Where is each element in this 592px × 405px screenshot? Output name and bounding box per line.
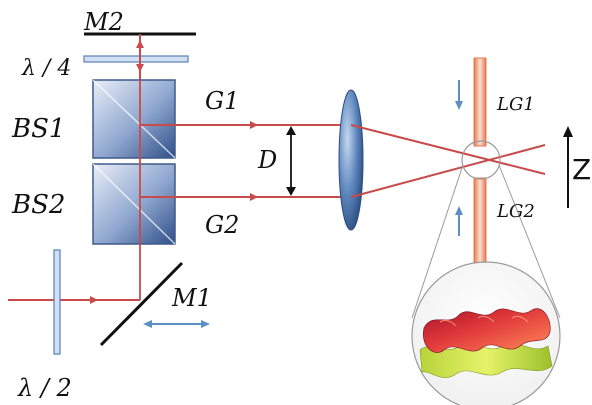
waveplate-lambda-2 [53,249,61,355]
lens [338,89,364,231]
lg1-beam [473,57,487,147]
label-bs2: BS2 [11,190,65,220]
label-bs1: BS1 [11,114,65,144]
label-lambda-2: λ / 2 [17,374,72,402]
lg1-arrow-down-icon [455,80,463,110]
beam-input-arrow-icon [90,296,98,304]
label-z: Z [572,153,591,186]
beam-splitter-bs2 [92,163,176,245]
label-g1: G1 [205,87,239,115]
zoom-line-right [498,164,561,319]
focal-region-circle [461,140,501,180]
waveplate-lambda-4 [83,55,189,63]
label-m2: M2 [83,8,124,36]
beam-arrow-down-icon [136,64,144,72]
mirror-m1 [99,261,184,347]
zoom-line-left [411,164,464,319]
label-lg2: LG2 [496,201,535,222]
beam-g2-focused [350,144,546,198]
separation-d-arrow-icon [286,126,296,196]
label-d: D [257,146,277,174]
beam-arrow-up-icon [136,40,144,48]
beam-g1-arrow-icon [250,121,258,129]
z-axis-arrow-icon [563,126,573,208]
lg2-arrow-up-icon [455,206,463,236]
label-lambda-4: λ / 4 [21,56,71,81]
lattice-potential-surface [419,308,553,378]
beam-g2-arrow-icon [250,193,258,201]
beam-splitter-bs1 [92,79,176,159]
beam-g1-focused [350,124,546,175]
m1-translation-arrow-icon [143,320,210,328]
label-lg1: LG1 [496,94,535,115]
label-m1: M1 [171,284,212,312]
lg2-beam [473,177,487,275]
label-g2: G2 [205,211,239,239]
